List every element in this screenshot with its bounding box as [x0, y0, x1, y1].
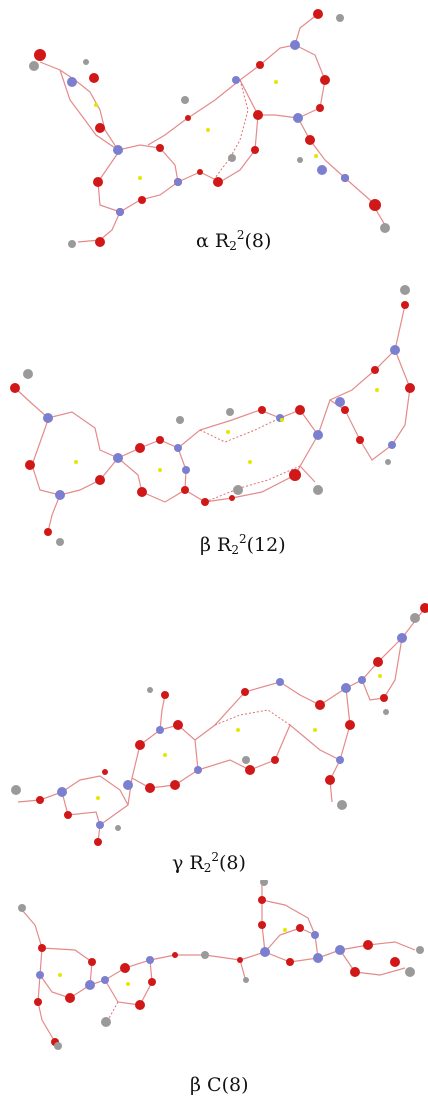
caption-greek-letter: α	[196, 230, 209, 252]
caption-greek-letter: β	[190, 1074, 201, 1096]
caption-superscript: 2	[238, 532, 247, 546]
caption-ring-size: (8)	[219, 852, 246, 874]
bond-network	[21, 880, 416, 1043]
caption-ring-letter: C	[207, 1074, 222, 1096]
ring-critical-points	[74, 388, 379, 472]
caption-ring-letter: R	[217, 534, 232, 556]
molecule-diagram-gamma	[11, 603, 428, 846]
caption-chain-length: (8)	[221, 1074, 249, 1096]
nitrogen-atoms	[43, 345, 400, 500]
caption-gamma: γ R22(8)	[172, 850, 246, 875]
bond-network	[17, 607, 426, 843]
caption-beta-chain: β C(8)	[190, 1074, 249, 1096]
nitrogen-atoms	[67, 40, 349, 216]
molecule-diagram-beta-chain	[18, 880, 424, 1050]
oxygen-atoms	[10, 301, 415, 536]
hydrogen-atoms	[23, 285, 410, 546]
panel-beta-r22-12: β R22(12)	[0, 270, 428, 580]
hydrogen-atoms	[11, 613, 420, 831]
caption-subscript: 2	[203, 861, 212, 875]
caption-greek-letter: β	[200, 534, 211, 556]
hydrogen-atoms	[18, 880, 424, 1050]
oxygen-atoms	[34, 9, 381, 247]
ring-critical-points	[96, 674, 382, 800]
bond-network	[14, 304, 411, 533]
caption-alpha: α R22(8)	[196, 228, 271, 253]
caption-subscript: 2	[229, 239, 237, 253]
caption-ring-size: (8)	[244, 230, 272, 252]
molecule-diagram-beta	[10, 285, 415, 546]
caption-superscript: 2	[211, 850, 219, 864]
oxygen-atoms	[34, 896, 400, 1046]
molecule-diagram-alpha	[29, 9, 390, 248]
caption-beta-ring: β R22(12)	[200, 532, 286, 557]
caption-ring-size: (12)	[246, 534, 286, 556]
caption-ring-letter: R	[189, 852, 204, 874]
ring-critical-points	[58, 928, 287, 986]
caption-superscript: 2	[236, 228, 245, 242]
bond-network	[39, 13, 386, 243]
panel-beta-c8: β C(8)	[0, 880, 428, 1101]
caption-subscript: 2	[231, 543, 239, 557]
panel-alpha-r22-8: α R22(8)	[0, 0, 428, 265]
panel-gamma-r22-8: γ R22(8)	[0, 580, 428, 880]
caption-greek-letter: γ	[172, 852, 184, 874]
nitrogen-atoms	[57, 633, 407, 829]
hydrogen-atoms	[29, 14, 390, 248]
ring-critical-points	[94, 80, 318, 180]
oxygen-atoms	[36, 603, 428, 846]
nitrogen-atoms	[36, 931, 345, 990]
caption-ring-letter: R	[214, 230, 230, 252]
